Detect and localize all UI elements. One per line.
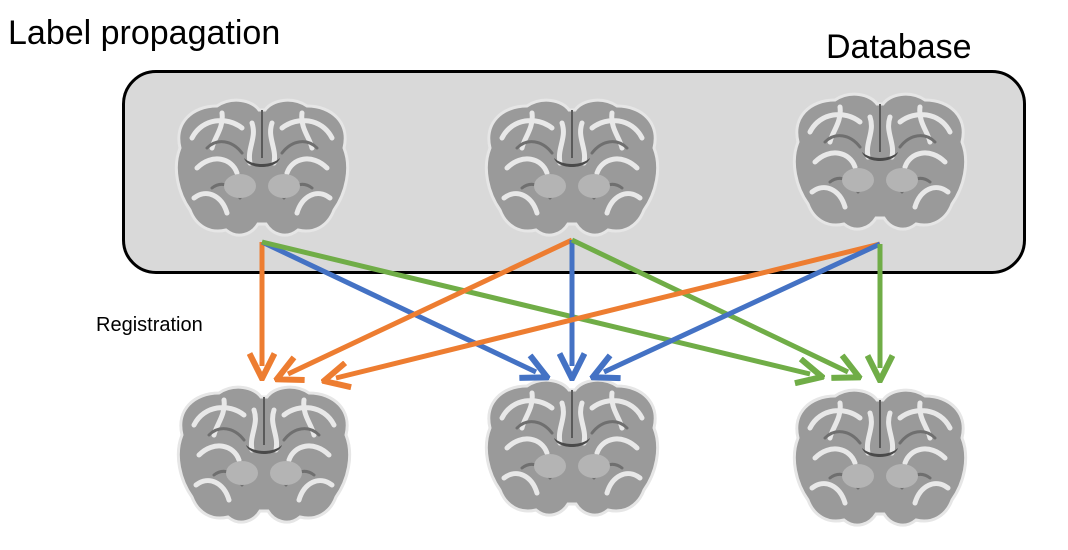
orange-arrow-3-1 bbox=[336, 241, 881, 378]
target-brain-1 bbox=[178, 387, 349, 522]
database-brain-2 bbox=[486, 100, 657, 235]
database-brain-3 bbox=[794, 94, 965, 229]
green-arrow-2-3 bbox=[570, 237, 848, 372]
target-brain-3 bbox=[794, 390, 965, 525]
blue-arrow-1-2 bbox=[260, 239, 536, 372]
green-arrow-1-3 bbox=[261, 239, 810, 374]
database-label: Database bbox=[826, 28, 972, 66]
database-brain-1 bbox=[176, 100, 347, 235]
target-brain-2 bbox=[486, 380, 657, 515]
blue-arrow-3-2 bbox=[604, 241, 882, 372]
registration-label: Registration bbox=[96, 314, 203, 336]
diagram-title: Label propagation bbox=[8, 14, 281, 52]
orange-arrow-2-1 bbox=[288, 237, 574, 374]
